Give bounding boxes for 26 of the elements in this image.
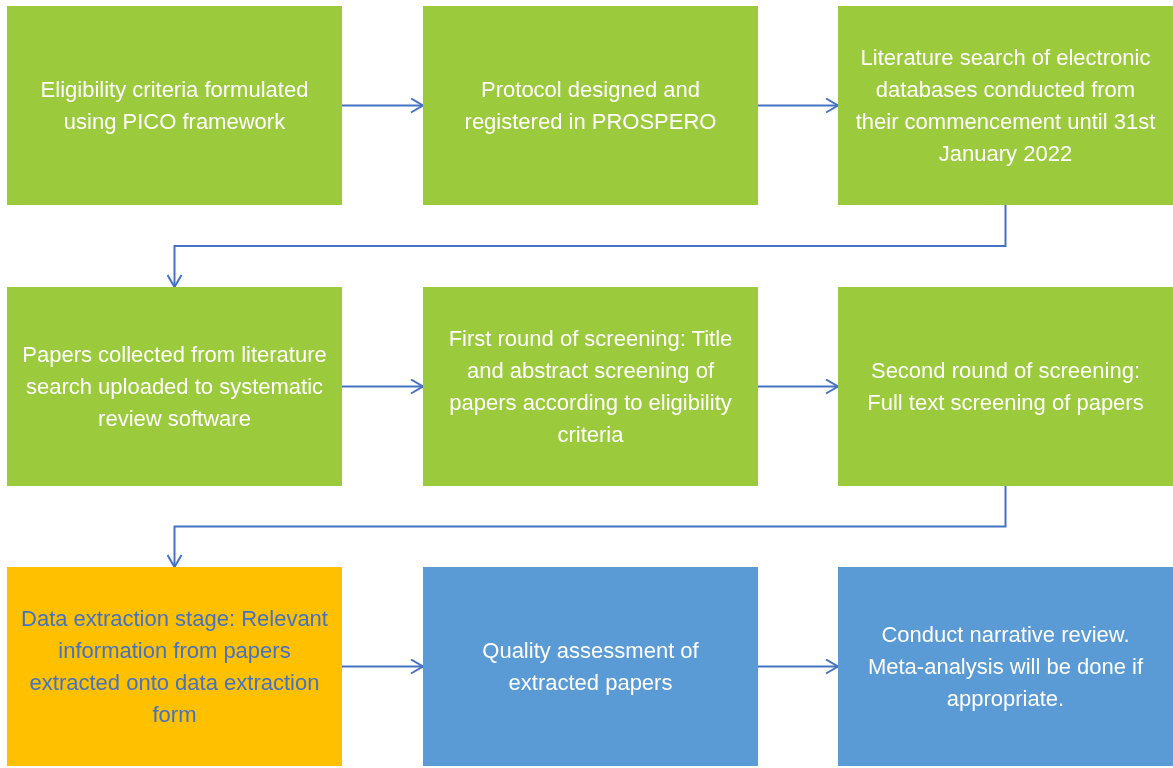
- arrow: [757, 658, 839, 675]
- step-text: Second round of screening: Full text screening of papers: [866, 356, 1145, 417]
- process-box: [838, 6, 1173, 205]
- step-text: First round of screening: Title and abstract screening of papers according to eligibility criteria: [447, 324, 734, 449]
- step-text: Eligibility criteria formulated using PICO framework: [39, 75, 310, 136]
- process-box: [423, 6, 758, 205]
- step-text: Quality assessment of extracted papers: [481, 636, 700, 697]
- process-box: [423, 567, 758, 766]
- process-box: [7, 287, 342, 486]
- arrow: [757, 97, 839, 114]
- process-box: [838, 287, 1173, 486]
- arrow: [757, 378, 839, 395]
- step-text: Literature search of electronic databases conducted from their commencement until 31st January 2022: [854, 43, 1157, 168]
- arrow: [341, 658, 424, 675]
- process-box: [838, 567, 1173, 766]
- arrow: [341, 97, 424, 114]
- process-box: [7, 567, 342, 766]
- step-text: Papers collected from literature search uploaded to systematic review software: [21, 340, 328, 433]
- process-box: [423, 287, 758, 486]
- arrow: [166, 485, 1007, 568]
- step-text: Protocol designed and registered in PROSPERO: [463, 75, 718, 136]
- arrow: [166, 204, 1007, 288]
- step-text: Data extraction stage: Relevant information from papers extracted onto data extraction form: [21, 604, 328, 729]
- step-text: Conduct narrative review. Meta-analysis will be done if appropriate.: [866, 620, 1145, 713]
- process-box: [7, 6, 342, 205]
- arrow: [341, 378, 424, 395]
